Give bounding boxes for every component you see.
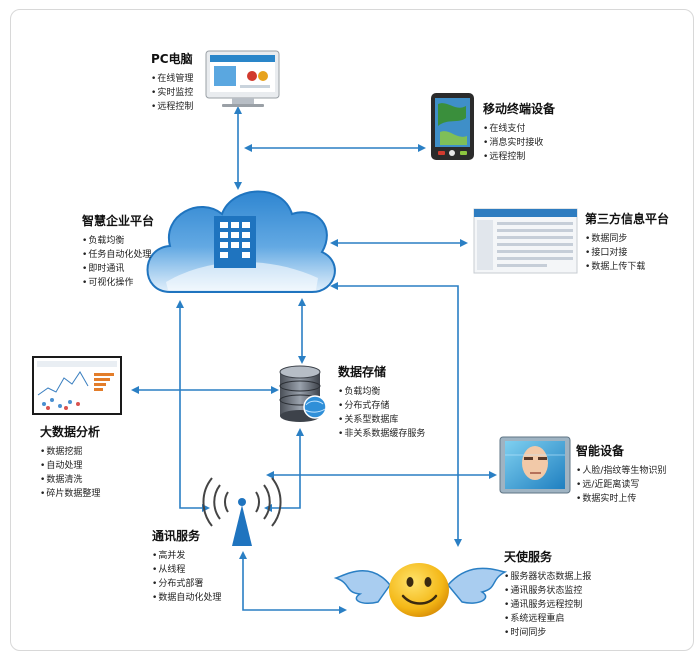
- node-item: 系统远程重启: [504, 612, 591, 626]
- node-item: 分布式存储: [338, 399, 425, 413]
- node-item: 非关系数据缓存服务: [338, 427, 425, 441]
- node-item: 在线支付: [483, 122, 555, 136]
- node-title: 大数据分析: [40, 425, 101, 439]
- node-item-list: 数据同步 接口对接 数据上传下载: [585, 232, 669, 274]
- node-item: 碎片数据整理: [40, 487, 100, 501]
- node-pc: PC电脑 在线管理 实时监控 远程控制: [151, 50, 193, 114]
- database-icon: [279, 365, 327, 422]
- node-comm: 通讯服务 高并发 从线程 分布式部署 数据自动化处理: [152, 527, 221, 605]
- node-item: 自动处理: [40, 459, 100, 473]
- node-title: 天使服务: [504, 550, 553, 564]
- node-item: 可视化操作: [82, 276, 154, 290]
- antenna-tower-icon: [202, 477, 282, 546]
- smart-device-icon: [499, 436, 571, 494]
- arrow-comm-angel: [239, 551, 347, 614]
- node-item: 从线程: [152, 563, 221, 577]
- node-mobile: 移动终端设备 在线支付 消息实时接收 远程控制: [483, 100, 555, 164]
- node-item: 数据上传下载: [585, 260, 669, 274]
- connections: [131, 106, 497, 614]
- node-item-list: 在线管理 实时监控 远程控制: [151, 72, 193, 114]
- node-title: 智慧企业平台: [82, 214, 155, 228]
- node-bigdata: 大数据分析 数据挖掘 自动处理 数据清洗 碎片数据整理: [40, 423, 100, 501]
- node-item: 远/近距离读写: [576, 478, 666, 492]
- node-item: 数据同步: [585, 232, 669, 246]
- node-item: 人脸/指纹等生物识别: [576, 464, 666, 478]
- node-item: 通讯服务远程控制: [504, 598, 591, 612]
- node-item: 在线管理: [151, 72, 193, 86]
- node-item-list: 负载均衡 任务自动化处理 即时通讯 可视化操作: [82, 234, 154, 290]
- node-item: 数据清洗: [40, 473, 100, 487]
- node-item: 任务自动化处理: [82, 248, 154, 262]
- building-icon: [214, 216, 256, 268]
- node-item: 即时通讯: [82, 262, 154, 276]
- node-item: 数据挖掘: [40, 445, 100, 459]
- bigdata-dashboard-icon: [32, 356, 122, 415]
- arrow-platform-comm: [176, 300, 210, 512]
- angel-smiley-icon: [333, 563, 508, 617]
- node-item-list: 负载均衡 分布式存储 关系型数据库 非关系数据缓存服务: [338, 385, 425, 441]
- node-item: 分布式部署: [152, 577, 221, 591]
- face-icon: [522, 446, 548, 480]
- node-title: 移动终端设备: [483, 102, 556, 116]
- node-item-list: 服务器状态数据上报 通讯服务状态监控 通讯服务远程控制 系统远程重启 时间同步: [504, 570, 591, 640]
- node-title: PC电脑: [151, 52, 193, 66]
- arrow-platform-angel: [330, 282, 462, 547]
- node-title: 数据存储: [338, 365, 387, 379]
- node-item: 远程控制: [151, 100, 193, 114]
- node-item: 远程控制: [483, 150, 555, 164]
- node-item: 实时监控: [151, 86, 193, 100]
- node-item: 关系型数据库: [338, 413, 425, 427]
- node-third-party: 第三方信息平台 数据同步 接口对接 数据上传下载: [585, 210, 669, 274]
- node-angel: 天使服务 服务器状态数据上报 通讯服务状态监控 通讯服务远程控制 系统远程重启 …: [504, 548, 591, 640]
- pc-monitor-icon: [205, 50, 280, 107]
- node-item: 负载均衡: [338, 385, 425, 399]
- cloud-platform-icon: [146, 190, 336, 293]
- globe-icon: [303, 395, 327, 419]
- node-item: 接口对接: [585, 246, 669, 260]
- node-item-list: 高并发 从线程 分布式部署 数据自动化处理: [152, 549, 221, 605]
- node-item: 服务器状态数据上报: [504, 570, 591, 584]
- node-item-list: 数据挖掘 自动处理 数据清洗 碎片数据整理: [40, 445, 100, 501]
- node-title: 智能设备: [576, 444, 625, 458]
- mobile-device-icon: [431, 93, 474, 160]
- node-storage: 数据存储 负载均衡 分布式存储 关系型数据库 非关系数据缓存服务: [338, 363, 425, 441]
- node-item: 高并发: [152, 549, 221, 563]
- node-item: 时间同步: [504, 626, 591, 640]
- arrow-storage-comm: [264, 428, 304, 512]
- node-item: 消息实时接收: [483, 136, 555, 150]
- node-item-list: 在线支付 消息实时接收 远程控制: [483, 122, 555, 164]
- node-item: 通讯服务状态监控: [504, 584, 591, 598]
- node-platform: 智慧企业平台 负载均衡 任务自动化处理 即时通讯 可视化操作: [82, 212, 154, 290]
- node-title: 第三方信息平台: [585, 212, 670, 226]
- node-title: 通讯服务: [152, 529, 201, 543]
- node-smart-device: 智能设备 人脸/指纹等生物识别 远/近距离读写 数据实时上传: [576, 442, 666, 506]
- node-item: 数据自动化处理: [152, 591, 221, 605]
- node-item: 负载均衡: [82, 234, 154, 248]
- node-item-list: 人脸/指纹等生物识别 远/近距离读写 数据实时上传: [576, 464, 666, 506]
- third-party-screen-icon: [473, 208, 578, 274]
- node-item: 数据实时上传: [576, 492, 666, 506]
